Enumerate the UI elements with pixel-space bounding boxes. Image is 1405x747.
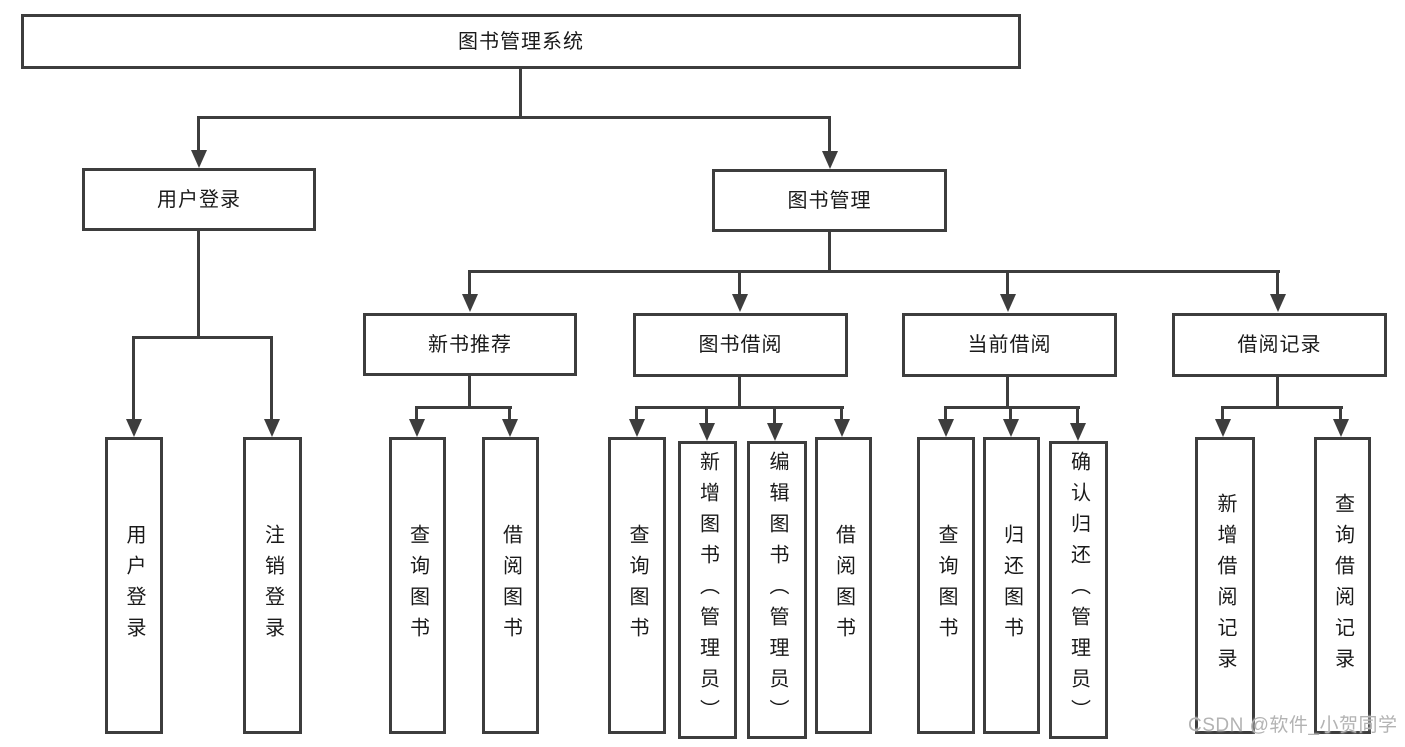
connector-line bbox=[132, 336, 273, 339]
connector-line bbox=[828, 116, 831, 153]
connector-line bbox=[519, 69, 522, 119]
leaf-query-books: 查询图书 bbox=[917, 437, 975, 734]
node-new-book-recommendation: 新书推荐 bbox=[363, 313, 577, 376]
connector-line bbox=[944, 406, 947, 420]
arrow-down-icon bbox=[629, 419, 645, 437]
node-current-borrowing: 当前借阅 bbox=[902, 313, 1117, 377]
connector-line bbox=[415, 406, 512, 409]
connector-line bbox=[197, 116, 831, 119]
leaf-query-books: 查询图书 bbox=[389, 437, 446, 734]
connector-line bbox=[132, 336, 135, 420]
leaf-return-book: 归还图书 bbox=[983, 437, 1040, 734]
arrow-down-icon bbox=[767, 423, 783, 441]
leaf-logout: 注销登录 bbox=[243, 437, 302, 734]
connector-line bbox=[828, 232, 831, 273]
connector-line bbox=[197, 116, 200, 152]
arrow-down-icon bbox=[1000, 294, 1016, 312]
connector-line bbox=[270, 336, 273, 420]
arrow-down-icon bbox=[1270, 294, 1286, 312]
connector-line bbox=[1221, 406, 1343, 409]
leaf-add-borrow-record: 新增借阅记录 bbox=[1195, 437, 1255, 734]
node-library-management-system: 图书管理系统 bbox=[21, 14, 1021, 69]
arrow-down-icon bbox=[191, 150, 207, 168]
connector-line bbox=[840, 406, 843, 420]
connector-line bbox=[635, 406, 844, 409]
leaf-query-books: 查询图书 bbox=[608, 437, 666, 734]
connector-line bbox=[635, 406, 638, 420]
node-book-management: 图书管理 bbox=[712, 169, 947, 232]
arrow-down-icon bbox=[264, 419, 280, 437]
leaf-edit-book-admin: 编辑图书（管理员） bbox=[747, 441, 807, 739]
arrow-down-icon bbox=[822, 151, 838, 169]
connector-line bbox=[468, 376, 471, 407]
arrow-down-icon bbox=[409, 419, 425, 437]
connector-line bbox=[1006, 270, 1009, 295]
leaf-borrow-books: 借阅图书 bbox=[815, 437, 872, 734]
leaf-borrow-books: 借阅图书 bbox=[482, 437, 539, 734]
arrow-down-icon bbox=[1333, 419, 1349, 437]
arrow-down-icon bbox=[834, 419, 850, 437]
arrow-down-icon bbox=[1003, 419, 1019, 437]
node-book-borrowing: 图书借阅 bbox=[633, 313, 848, 377]
leaf-confirm-return-admin: 确认归还（管理员） bbox=[1049, 441, 1108, 739]
arrow-down-icon bbox=[938, 419, 954, 437]
node-borrowing-records: 借阅记录 bbox=[1172, 313, 1387, 377]
leaf-user-login: 用户登录 bbox=[105, 437, 163, 734]
connector-line bbox=[773, 406, 776, 424]
arrow-down-icon bbox=[1215, 419, 1231, 437]
connector-line bbox=[468, 270, 1280, 273]
connector-line bbox=[1006, 376, 1009, 407]
arrow-down-icon bbox=[502, 419, 518, 437]
leaf-add-book-admin: 新增图书（管理员） bbox=[678, 441, 737, 739]
connector-line bbox=[1221, 406, 1224, 420]
connector-line bbox=[1009, 406, 1012, 420]
connector-line bbox=[468, 270, 471, 295]
arrow-down-icon bbox=[462, 294, 478, 312]
node-user-login: 用户登录 bbox=[82, 168, 316, 231]
connector-line bbox=[1276, 270, 1279, 295]
connector-line bbox=[1276, 376, 1279, 407]
connector-line bbox=[508, 406, 511, 420]
connector-line bbox=[415, 406, 418, 420]
arrow-down-icon bbox=[126, 419, 142, 437]
arrow-down-icon bbox=[699, 423, 715, 441]
connector-line bbox=[197, 231, 200, 339]
leaf-query-borrow-record: 查询借阅记录 bbox=[1314, 437, 1371, 734]
connector-line bbox=[738, 376, 741, 407]
watermark: CSDN @软件_小贺同学 bbox=[1188, 715, 1398, 736]
connector-line bbox=[1339, 406, 1342, 420]
arrow-down-icon bbox=[732, 294, 748, 312]
arrow-down-icon bbox=[1070, 423, 1086, 441]
connector-line bbox=[705, 406, 708, 424]
connector-line bbox=[944, 406, 1080, 409]
connector-line bbox=[738, 270, 741, 295]
connector-line bbox=[1076, 406, 1079, 424]
